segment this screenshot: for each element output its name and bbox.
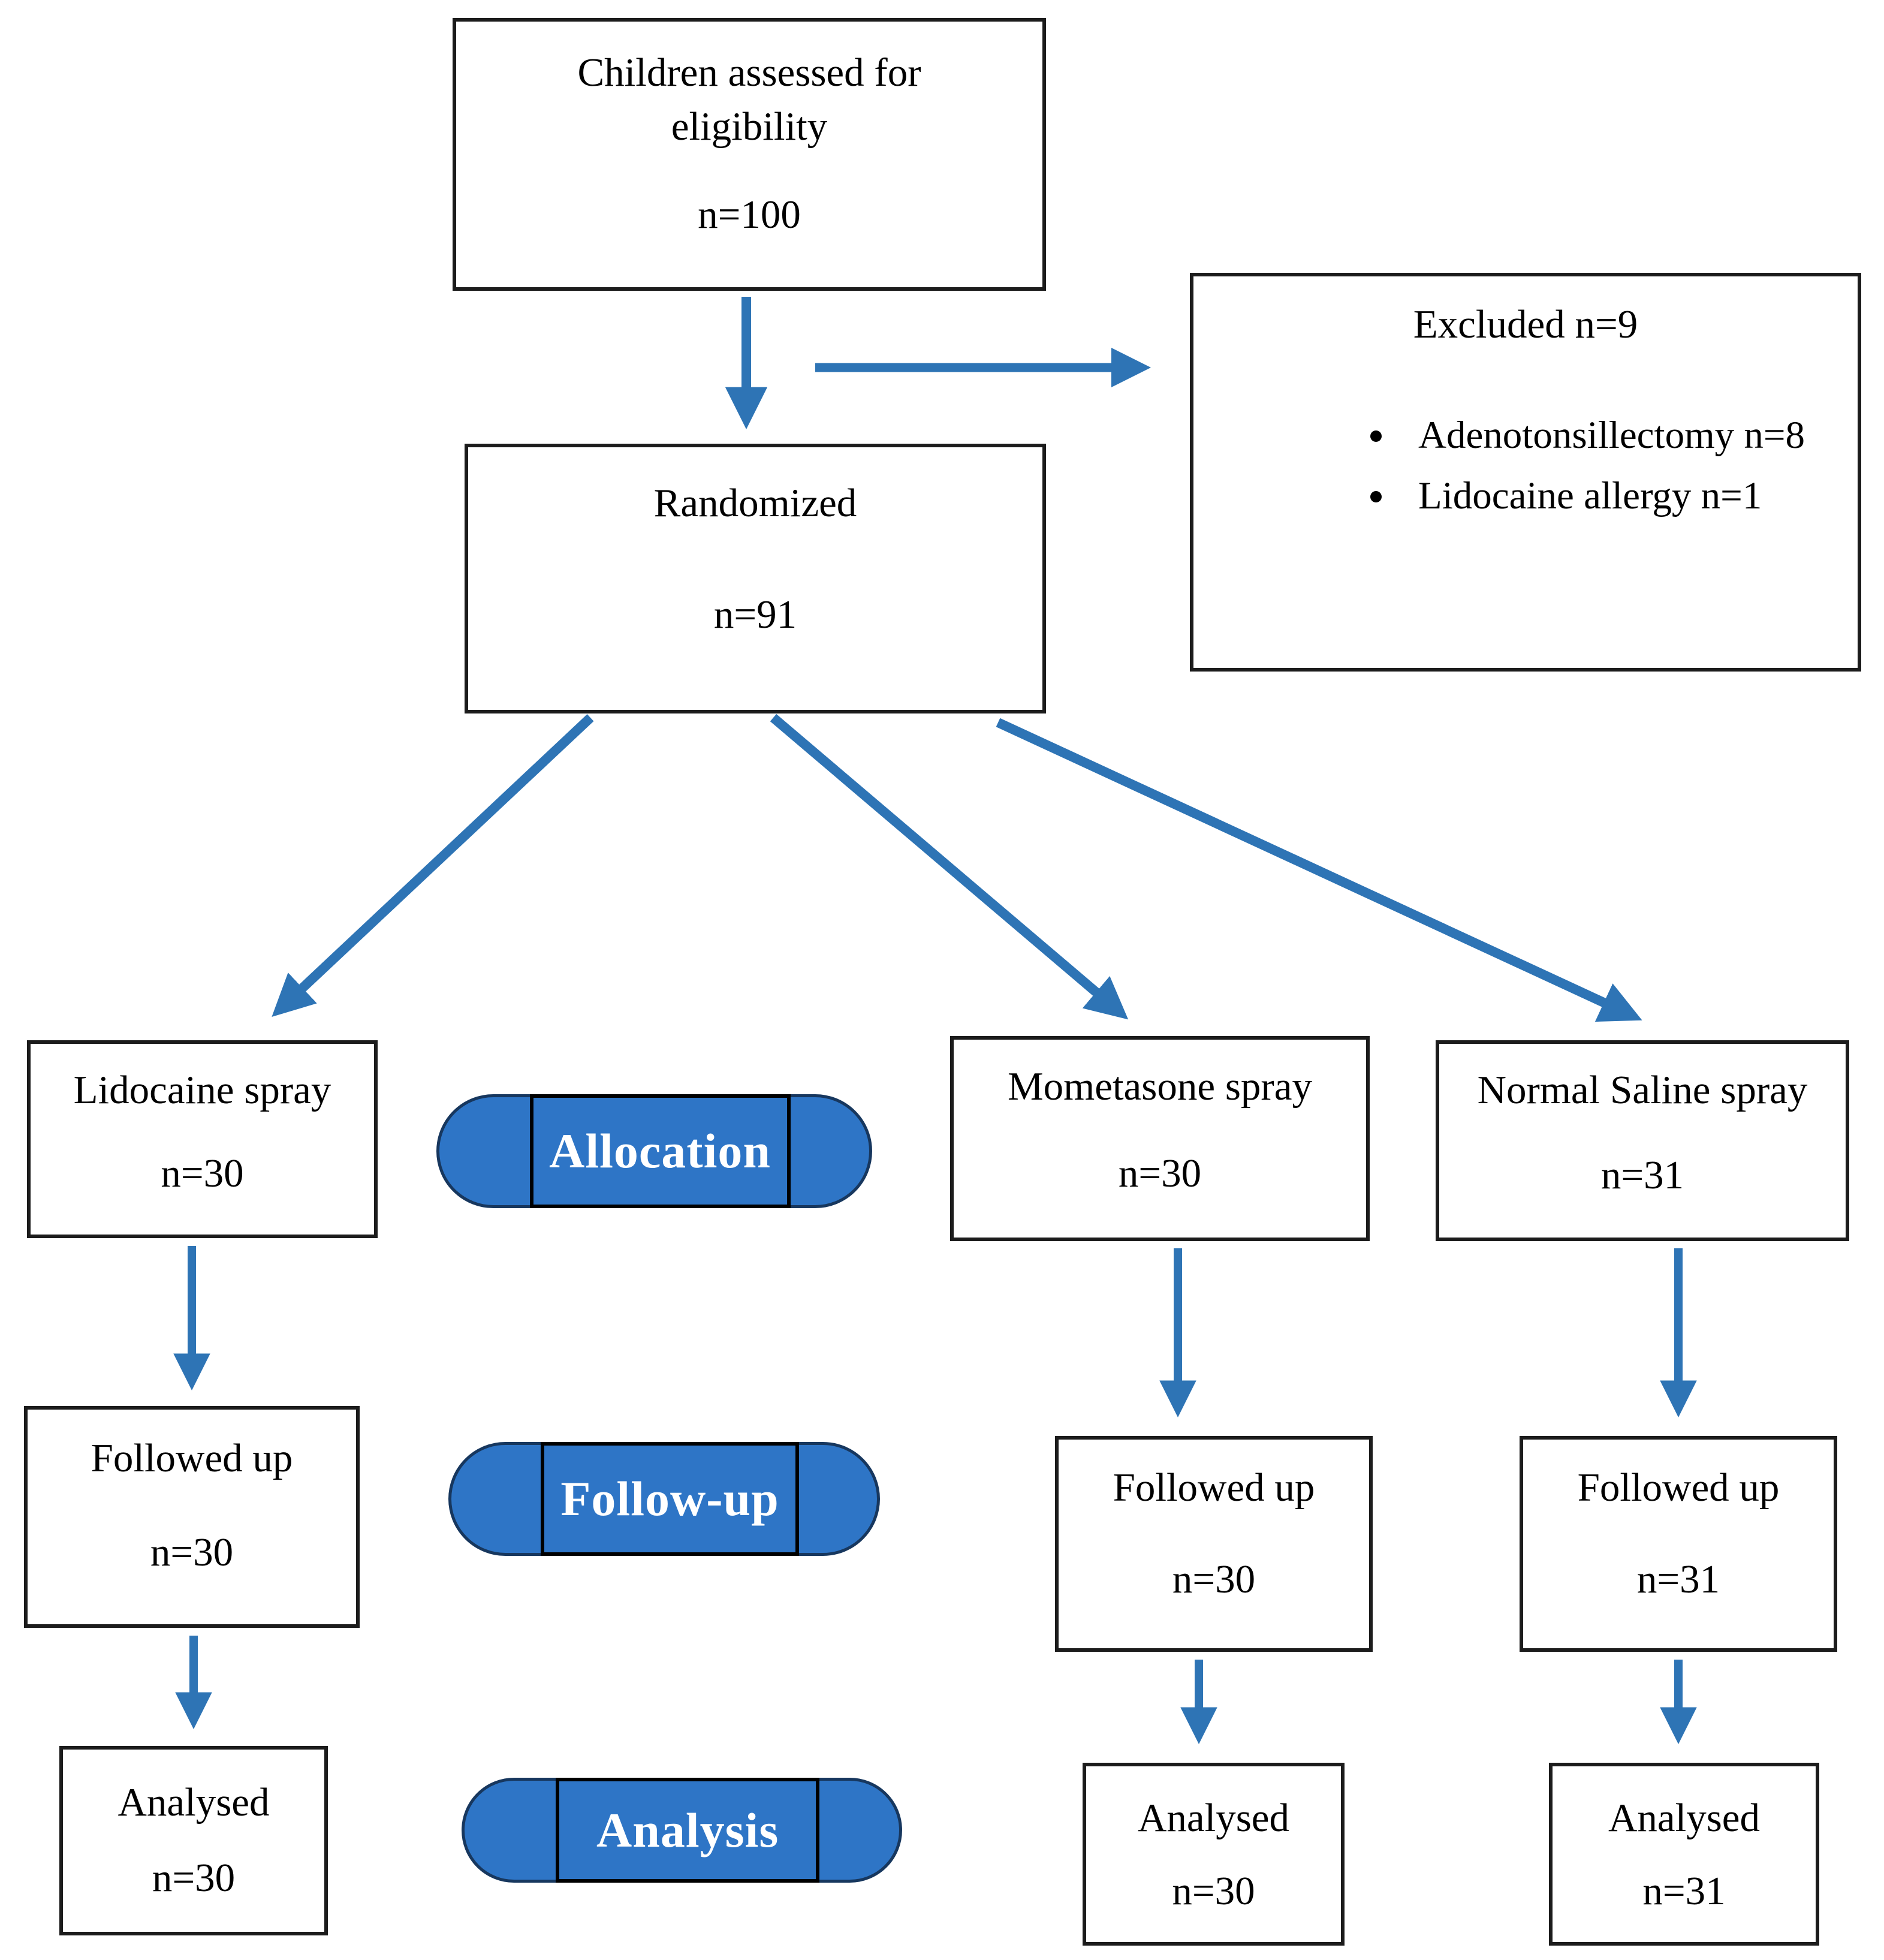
lidocaine-count: n=30 — [161, 1151, 244, 1196]
mometasone-box: Mometasone spray n=30 — [950, 1036, 1370, 1241]
follow-up-pill-label: Follow-up — [560, 1471, 779, 1526]
follow-up-pill-inner: Follow-up — [541, 1442, 799, 1556]
analysed-box-lidocaine: Analysed n=30 — [59, 1746, 328, 1935]
follow-up-stage-pill: Follow-up — [448, 1442, 880, 1556]
arrow-randomized-to-lidocaine — [272, 714, 594, 1017]
analysed-box-mometasone: Analysed n=30 — [1083, 1763, 1345, 1946]
analysed-label: Analysed — [117, 1780, 270, 1824]
followed-up-count: n=31 — [1636, 1556, 1720, 1601]
excluded-reason: Adenotonsillectomy n=8 — [1397, 405, 1834, 466]
mometasone-count: n=30 — [1118, 1151, 1202, 1196]
analysis-pill-label: Analysis — [596, 1802, 779, 1857]
allocation-pill-inner: Allocation — [529, 1094, 791, 1208]
allocation-pill-label: Allocation — [549, 1124, 771, 1178]
randomized-label: Randomized — [653, 481, 857, 526]
lidocaine-box: Lidocaine spray n=30 — [27, 1040, 378, 1238]
excluded-title: Excluded n=9 — [1413, 302, 1638, 347]
excluded-box: Excluded n=9 Adenotonsillectomy n=8 Lido… — [1190, 273, 1861, 672]
allocation-stage-pill: Allocation — [436, 1094, 872, 1208]
saline-box: Normal Saline spray n=31 — [1436, 1040, 1849, 1241]
excluded-reasons-list: Adenotonsillectomy n=8 Lidocaine allergy… — [1343, 405, 1834, 526]
followed-up-label: Followed up — [1113, 1465, 1315, 1510]
excluded-reason: Lidocaine allergy n=1 — [1397, 466, 1834, 526]
randomized-count: n=91 — [713, 592, 797, 637]
analysed-label: Analysed — [1608, 1796, 1761, 1841]
arrow-randomized-to-mometasone — [770, 713, 1129, 1020]
analysed-box-saline: Analysed n=31 — [1549, 1763, 1819, 1946]
eligibility-label: Children assessed for eligibility — [456, 46, 1042, 154]
analysis-pill-inner: Analysis — [556, 1778, 819, 1883]
analysed-count: n=30 — [1172, 1868, 1255, 1913]
followed-up-count: n=30 — [1172, 1556, 1256, 1601]
eligibility-box: Children assessed for eligibility n=100 — [453, 18, 1046, 291]
eligibility-label-line2: eligibility — [671, 104, 828, 149]
analysed-count: n=31 — [1642, 1868, 1726, 1913]
arrow-randomized-to-saline — [996, 718, 1642, 1022]
followed-up-box-saline: Followed up n=31 — [1520, 1436, 1837, 1652]
analysed-label: Analysed — [1137, 1796, 1290, 1841]
mometasone-label: Mometasone spray — [1008, 1064, 1312, 1109]
followed-up-label: Followed up — [91, 1435, 293, 1480]
eligibility-label-line1: Children assessed for — [577, 50, 921, 95]
followed-up-label: Followed up — [1577, 1465, 1780, 1510]
analysis-stage-pill: Analysis — [462, 1778, 902, 1883]
saline-label: Normal Saline spray — [1477, 1068, 1808, 1113]
saline-count: n=31 — [1600, 1152, 1684, 1197]
eligibility-count: n=100 — [698, 192, 801, 237]
followed-up-count: n=30 — [150, 1530, 234, 1575]
lidocaine-label: Lidocaine spray — [73, 1067, 331, 1112]
followed-up-box-mometasone: Followed up n=30 — [1055, 1436, 1373, 1652]
randomized-box: Randomized n=91 — [465, 444, 1046, 713]
analysed-count: n=30 — [152, 1856, 236, 1901]
followed-up-box-lidocaine: Followed up n=30 — [24, 1406, 360, 1628]
